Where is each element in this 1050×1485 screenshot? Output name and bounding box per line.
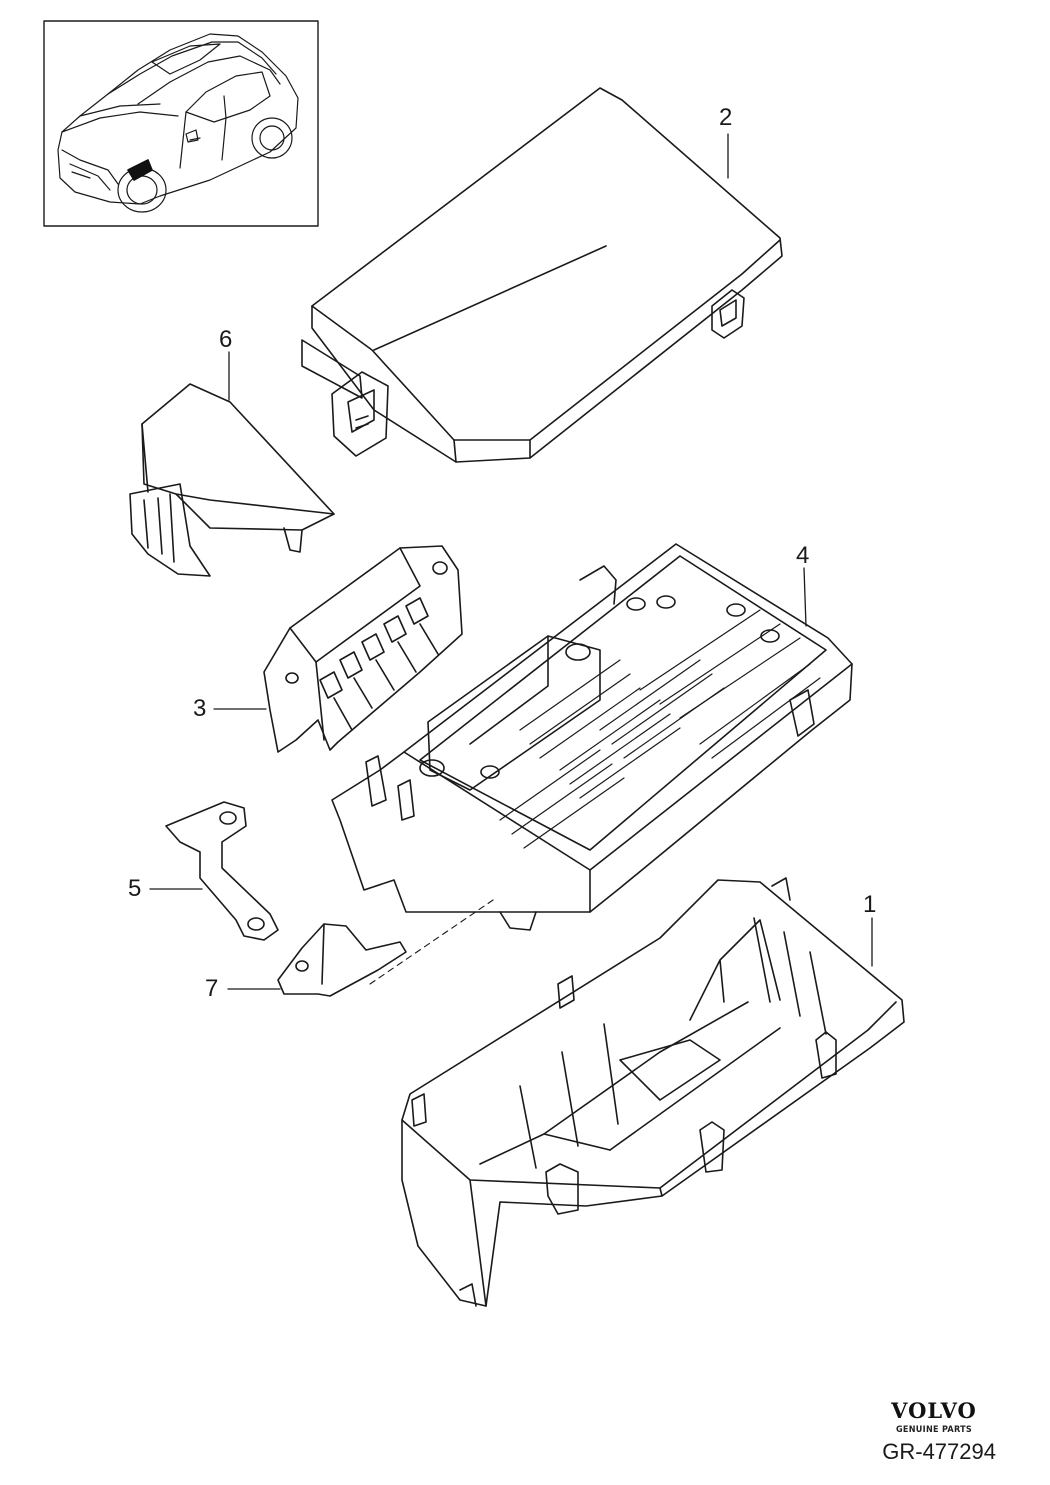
vehicle-location-inset xyxy=(43,20,319,227)
callout-4: 4 xyxy=(796,542,810,569)
location-highlight xyxy=(127,159,153,181)
car-outline xyxy=(57,33,299,213)
part-3-terminal-block xyxy=(263,545,463,753)
brand-name: VOLVO xyxy=(891,1398,977,1423)
callout-2: 2 xyxy=(719,104,733,131)
part-2-top-cover xyxy=(301,87,783,463)
fuse-rows xyxy=(499,609,821,849)
callout-3: 3 xyxy=(193,695,207,722)
reference-code: GR-477294 xyxy=(882,1439,996,1464)
part-6-small-cover xyxy=(129,383,335,577)
brand-subtitle: GENUINE PARTS xyxy=(895,1425,973,1435)
terminal-studs xyxy=(319,597,439,731)
callout-7: 7 xyxy=(205,975,219,1002)
leader-lines xyxy=(149,133,873,990)
part-5-bracket xyxy=(165,801,279,941)
callout-5: 5 xyxy=(128,875,142,902)
part-1-lower-housing xyxy=(401,877,905,1307)
part-4-fuse-box xyxy=(331,543,853,931)
leader-4 xyxy=(803,567,807,627)
part-7-bracket xyxy=(277,897,497,997)
callout-6: 6 xyxy=(219,326,233,353)
brand-logo: VOLVO GENUINE PARTS xyxy=(874,1398,994,1435)
callout-1: 1 xyxy=(863,891,877,918)
